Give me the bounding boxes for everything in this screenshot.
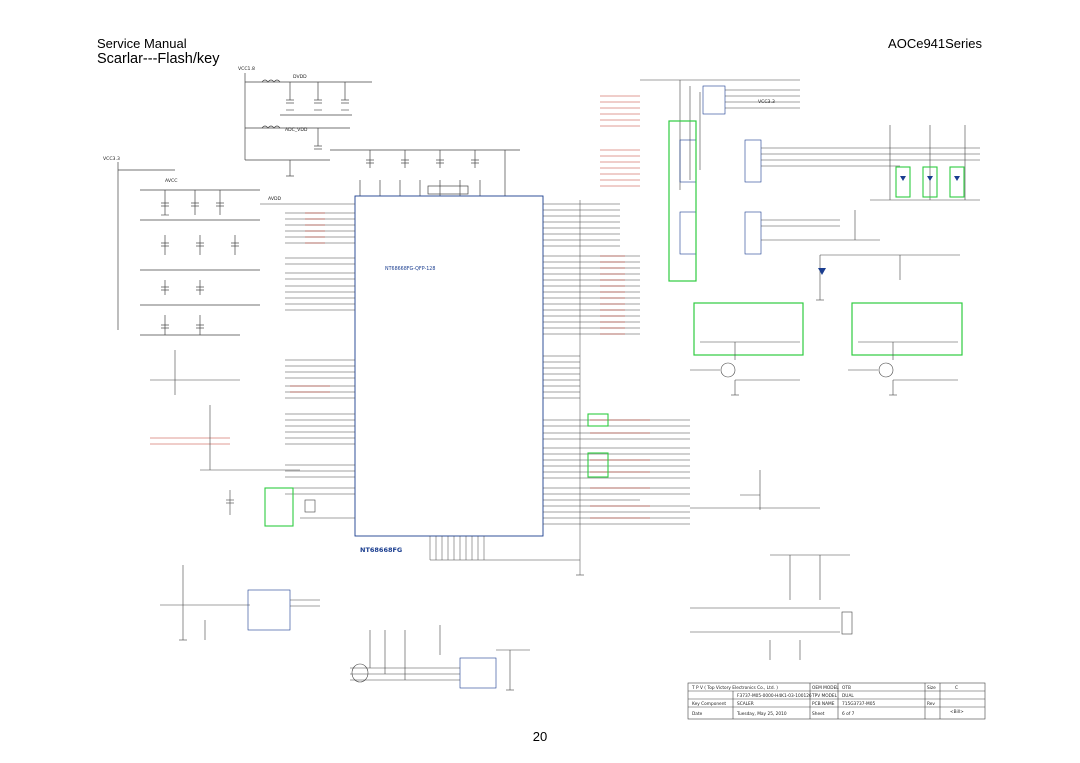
led-driver-box-2	[851, 302, 963, 356]
resistor-highlight-1	[587, 413, 609, 427]
oem-model-label: OEM MODEL	[812, 685, 839, 691]
supply-label-adc-vdd: ADC_VDD	[285, 127, 308, 133]
title-block: T P V ( Top Victory Electronics Co., Ltd…	[687, 682, 986, 720]
led-driver-box-1	[693, 302, 804, 356]
page-number: 20	[532, 729, 548, 744]
resistor-highlight-2	[587, 452, 609, 478]
supply-label-vcc33-left: VCC3.3	[103, 156, 120, 162]
esd-diode-array	[895, 166, 965, 198]
supply-label-avcc: AVCC	[165, 178, 177, 184]
pcb-name-value: 715G3737-M05	[842, 701, 875, 707]
connector-highlight-box	[668, 120, 697, 282]
manual-title: Service Manual	[97, 36, 187, 51]
decoupling-network	[330, 149, 520, 196]
zener-diode-icon	[818, 268, 826, 275]
connector-pad	[351, 663, 369, 683]
supply-label-avdd: AVDD	[268, 196, 282, 202]
led-driver-circuits	[690, 341, 958, 395]
supply-label-dvdd: DVDD	[293, 74, 307, 80]
ic-part-number: NT68668FG-QFP-128	[385, 266, 435, 272]
lower-left-circuits	[150, 350, 530, 690]
document-number: F3737-M05-0000-H4K1-03-100126	[737, 693, 812, 699]
sheet-value: 6 of 7	[842, 711, 855, 717]
key-component-label: Key Component	[692, 701, 726, 707]
lvds-connector-section	[640, 79, 980, 300]
supply-label-vcc18: VCC1.8	[238, 66, 255, 72]
tpv-model-label: TPV MODEL	[811, 693, 838, 699]
ic-name: NT68668FG	[360, 546, 402, 554]
crystal-highlight	[264, 487, 294, 527]
pcb-name-label: PCB NAME	[812, 701, 835, 707]
sheet-label: Sheet	[812, 711, 825, 717]
key-component-value: SCALER	[737, 701, 754, 707]
page-subtitle: Scarlar---Flash/key	[97, 51, 220, 67]
scaler-ic: NT68668FG-QFP-128 NT68668FG	[354, 195, 544, 554]
ic-pin-lines	[260, 200, 690, 575]
tpv-model-value: DUAL	[842, 693, 854, 699]
bottom-right-circuits	[690, 470, 853, 660]
date-label: Date	[692, 711, 703, 717]
size-label: Size	[927, 685, 936, 691]
oem-model-value: OTB	[842, 685, 851, 691]
ground-symbols	[161, 109, 897, 691]
series-name: AOCe941Series	[888, 36, 982, 51]
title-block-company: T P V ( Top Victory Electronics Co., Ltd…	[691, 685, 778, 691]
rev-label: Rev	[927, 701, 935, 707]
rev-value: <Bill>	[950, 709, 964, 715]
power-filter-section	[117, 73, 372, 336]
date-value: Tuesday, May 25, 2010	[736, 711, 787, 717]
net-label-stubs	[150, 95, 650, 519]
size-value: C	[955, 685, 958, 691]
